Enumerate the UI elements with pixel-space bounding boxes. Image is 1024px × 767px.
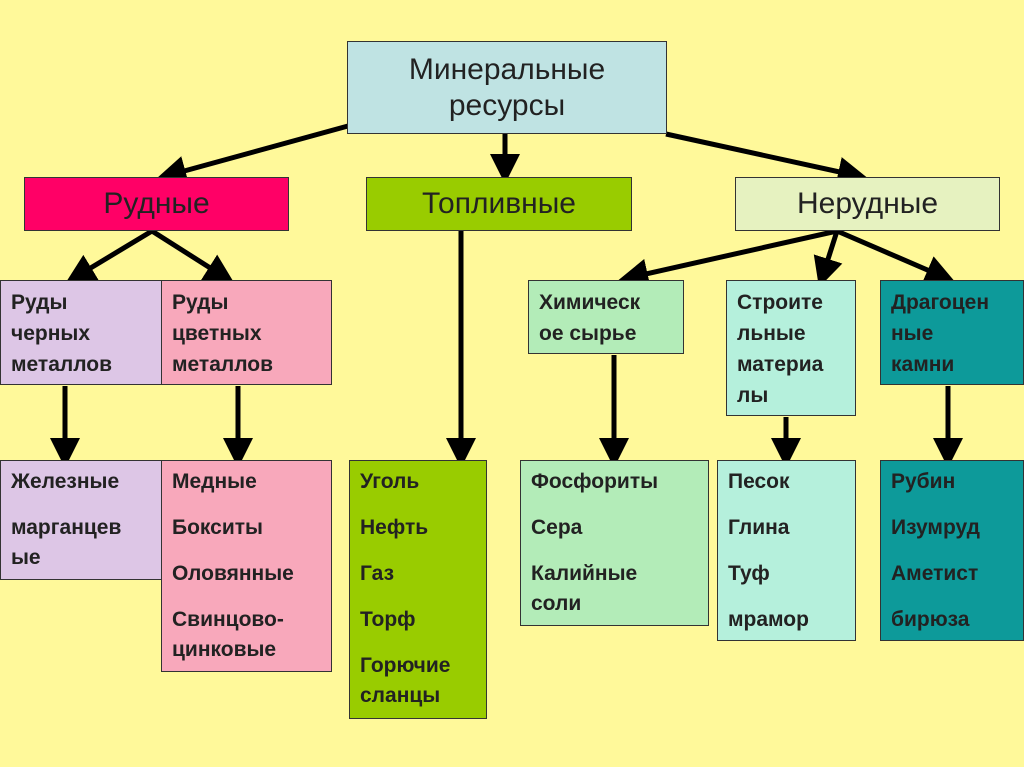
subcategory-ferrous-line: Руды	[11, 291, 68, 314]
subcategory-chemical-line: Химическ	[539, 291, 641, 314]
leaf-item: Калийные	[531, 562, 638, 585]
arrow-root-to-ore	[156, 123, 349, 186]
arrow-nonmetal-to-chemical	[618, 228, 838, 289]
leaf-item: Нефть	[360, 516, 429, 539]
subcategory-construction-line: льные	[737, 322, 806, 345]
subcategory-ferrous: Руды черных металлов	[0, 280, 162, 385]
subcategory-construction-line: лы	[737, 384, 769, 407]
arrow-nonmetal-to-construction	[813, 230, 843, 288]
arrow-nonmetal-to-gems	[836, 228, 956, 284]
subcategory-construction-line: Строите	[737, 291, 823, 314]
category-ore: Рудные	[24, 177, 289, 231]
arrow-ore-to-nonferrous	[150, 228, 235, 284]
subcategory-construction: Строите льные материа лы	[726, 280, 856, 416]
subcategory-nonferrous-line: Руды	[172, 291, 229, 314]
subcategory-nonferrous-line: металлов	[172, 353, 274, 376]
leaf-item: Свинцово-	[172, 608, 284, 631]
subcategory-construction-line: материа	[737, 353, 824, 376]
category-ore-label: Рудные	[103, 187, 210, 220]
subcategory-gems-line: камни	[891, 353, 955, 376]
leaf-item: Оловянные	[172, 562, 294, 585]
leaf-item: Медные	[172, 470, 257, 493]
subcategory-ferrous-line: металлов	[11, 353, 113, 376]
leaf-item: Аметист	[891, 562, 979, 585]
subcategory-chemical: Химическ ое сырье	[528, 280, 684, 354]
leaf-item: Бокситы	[172, 516, 263, 539]
leaf-item: Горючие	[360, 654, 451, 677]
root-node: Минеральные ресурсы	[347, 41, 667, 134]
leaf-item: соли	[531, 592, 582, 615]
root-line-1: Минеральные	[408, 52, 606, 86]
arrow-ore-to-ferrous	[65, 228, 154, 284]
leaf-item: Песок	[728, 470, 790, 493]
subcategory-ferrous-line: черных	[11, 322, 90, 345]
root-line-2: ресурсы	[448, 88, 566, 122]
subcategory-gems-line: Драгоцен	[891, 291, 990, 314]
leaf-gems: Рубин Изумруд Аметист бирюза	[880, 460, 1024, 641]
leaf-chemical: Фосфориты Сера Калийные соли	[520, 460, 709, 626]
leaf-item: цинковые	[172, 638, 277, 661]
leaf-item: Фосфориты	[531, 470, 659, 493]
subcategory-nonferrous-line: цветных	[172, 322, 262, 345]
arrow-root-to-nonmetal	[665, 131, 868, 187]
leaf-item: Газ	[360, 562, 395, 585]
leaf-item: ые	[11, 546, 41, 569]
leaf-item: мрамор	[728, 608, 809, 631]
category-fuel-label: Топливные	[422, 187, 576, 220]
leaf-item: Глина	[728, 516, 790, 539]
category-nonmetal-label: Нерудные	[796, 187, 939, 220]
leaf-ferrous: Железные марганцев ые	[0, 460, 162, 580]
leaf-item: Рубин	[891, 470, 956, 493]
leaf-construction: Песок Глина Туф мрамор	[717, 460, 856, 641]
leaf-nonferrous: Медные Бокситы Оловянные Свинцово- цинко…	[161, 460, 332, 672]
subcategory-gems-line: ные	[891, 322, 934, 345]
leaf-fuel: Уголь Нефть Газ Торф Горючие сланцы	[349, 460, 487, 719]
subcategory-nonferrous: Руды цветных металлов	[161, 280, 332, 385]
leaf-item: Сера	[531, 516, 583, 539]
category-nonmetal: Нерудные	[735, 177, 1000, 231]
leaf-item: Железные	[11, 470, 120, 493]
leaf-item: Торф	[360, 608, 416, 631]
leaf-item: Туф	[728, 562, 770, 585]
leaf-item: сланцы	[360, 684, 441, 707]
leaf-item: Уголь	[360, 470, 420, 493]
leaf-item: Изумруд	[891, 516, 980, 539]
category-fuel: Топливные	[366, 177, 632, 231]
subcategory-gems: Драгоцен ные камни	[880, 280, 1024, 385]
leaf-item: марганцев	[11, 516, 122, 539]
leaf-item: бирюза	[891, 608, 970, 631]
subcategory-chemical-line: ое сырье	[539, 322, 637, 345]
